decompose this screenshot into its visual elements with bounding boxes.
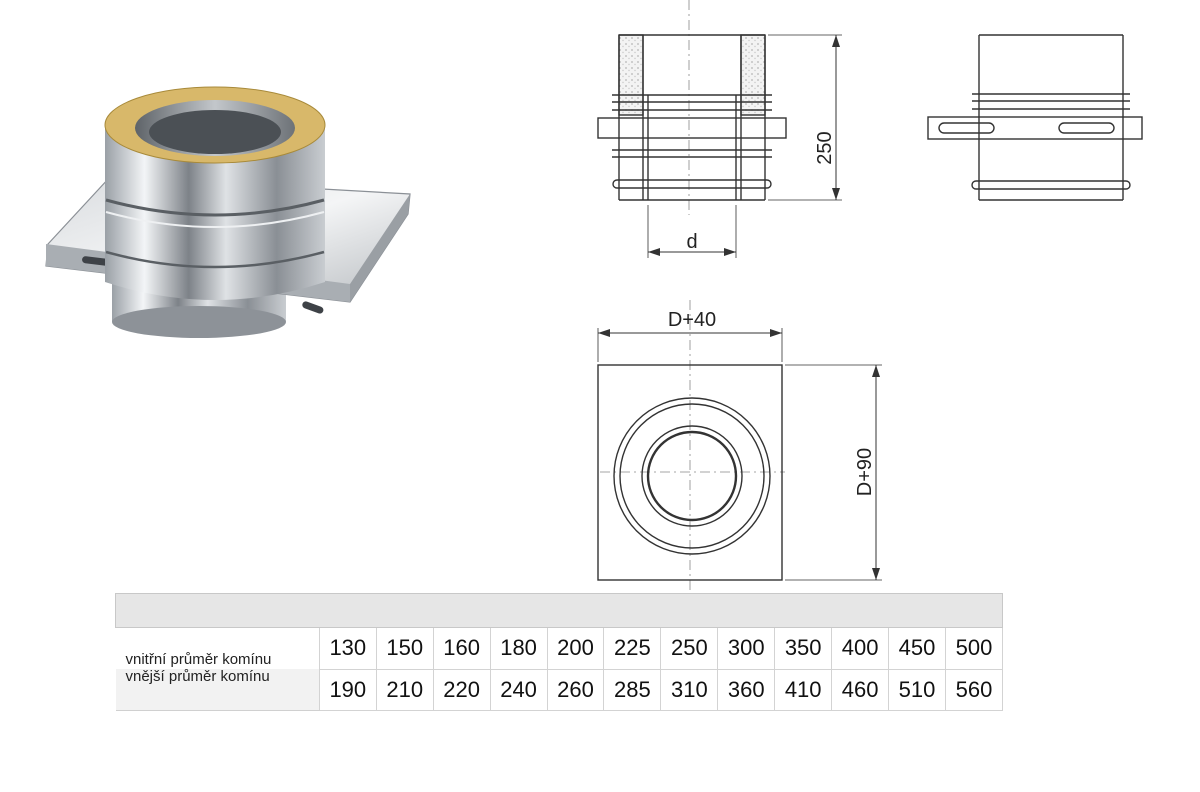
product-photo: [45, 86, 411, 338]
table-cell: 285: [603, 669, 661, 711]
side-view-drawing: [927, 34, 1143, 201]
plate-slot: [302, 301, 324, 314]
table-cell: 160: [432, 627, 491, 670]
table-header-band: [115, 593, 1003, 628]
table-cell: 310: [660, 669, 718, 711]
row-label: vnější průměr komínu: [115, 669, 320, 711]
insulation-right: [740, 34, 766, 116]
inner-diameter-label: d: [686, 231, 697, 253]
table-cell: 150: [375, 627, 434, 670]
table-cell: 130: [318, 627, 377, 670]
top-view-drawing: [597, 300, 882, 590]
row-label: vnitřní průměr komínu: [125, 651, 272, 668]
table-cell: 220: [432, 669, 491, 711]
width-label: D+40: [668, 309, 716, 331]
table-cell: 400: [831, 627, 889, 670]
depth-label: D+90: [854, 448, 876, 496]
table-cell: 510: [888, 669, 946, 711]
table-cell: 240: [489, 669, 548, 711]
section-plate: [597, 117, 787, 139]
side-plate-slot: [1058, 122, 1115, 134]
dimension-table: vnitřní průměr komínu 130 150 160 180 20…: [115, 593, 1004, 711]
table-row: vnitřní průměr komínu 130 150 160 180 20…: [116, 627, 1004, 670]
table-cell: 500: [944, 627, 1004, 670]
table-cell: 260: [546, 669, 604, 711]
inner-pipe-opening: [149, 110, 281, 154]
side-plate: [927, 116, 1143, 140]
height-label: 250: [814, 131, 836, 164]
table-cell: 190: [318, 669, 377, 711]
table-cell: 300: [717, 627, 775, 670]
table-cell: 350: [774, 627, 832, 670]
pipe-body: [105, 125, 325, 300]
table-cell: 450: [888, 627, 946, 670]
table-cell: 200: [546, 627, 604, 670]
table-cell: 460: [831, 669, 889, 711]
side-plate-slot: [938, 122, 995, 134]
table-row: vnější průměr komínu 190 210 220 240 260…: [115, 669, 1004, 711]
table-cell: 250: [660, 627, 718, 670]
insulation-left: [618, 34, 644, 116]
pipe-groove: [105, 198, 325, 217]
table-cell: 180: [489, 627, 548, 670]
table-cell: 410: [774, 669, 832, 711]
outer-circle: [613, 397, 771, 555]
section-drawing: [597, 0, 842, 258]
table-cell: 210: [375, 669, 434, 711]
top-plate: [597, 364, 783, 581]
inner-circle: [646, 430, 738, 522]
table-cell: 360: [717, 669, 775, 711]
pipe-bottom-rim: [112, 306, 286, 338]
table-cell: 225: [603, 627, 661, 670]
table-cell: 560: [944, 669, 1004, 711]
